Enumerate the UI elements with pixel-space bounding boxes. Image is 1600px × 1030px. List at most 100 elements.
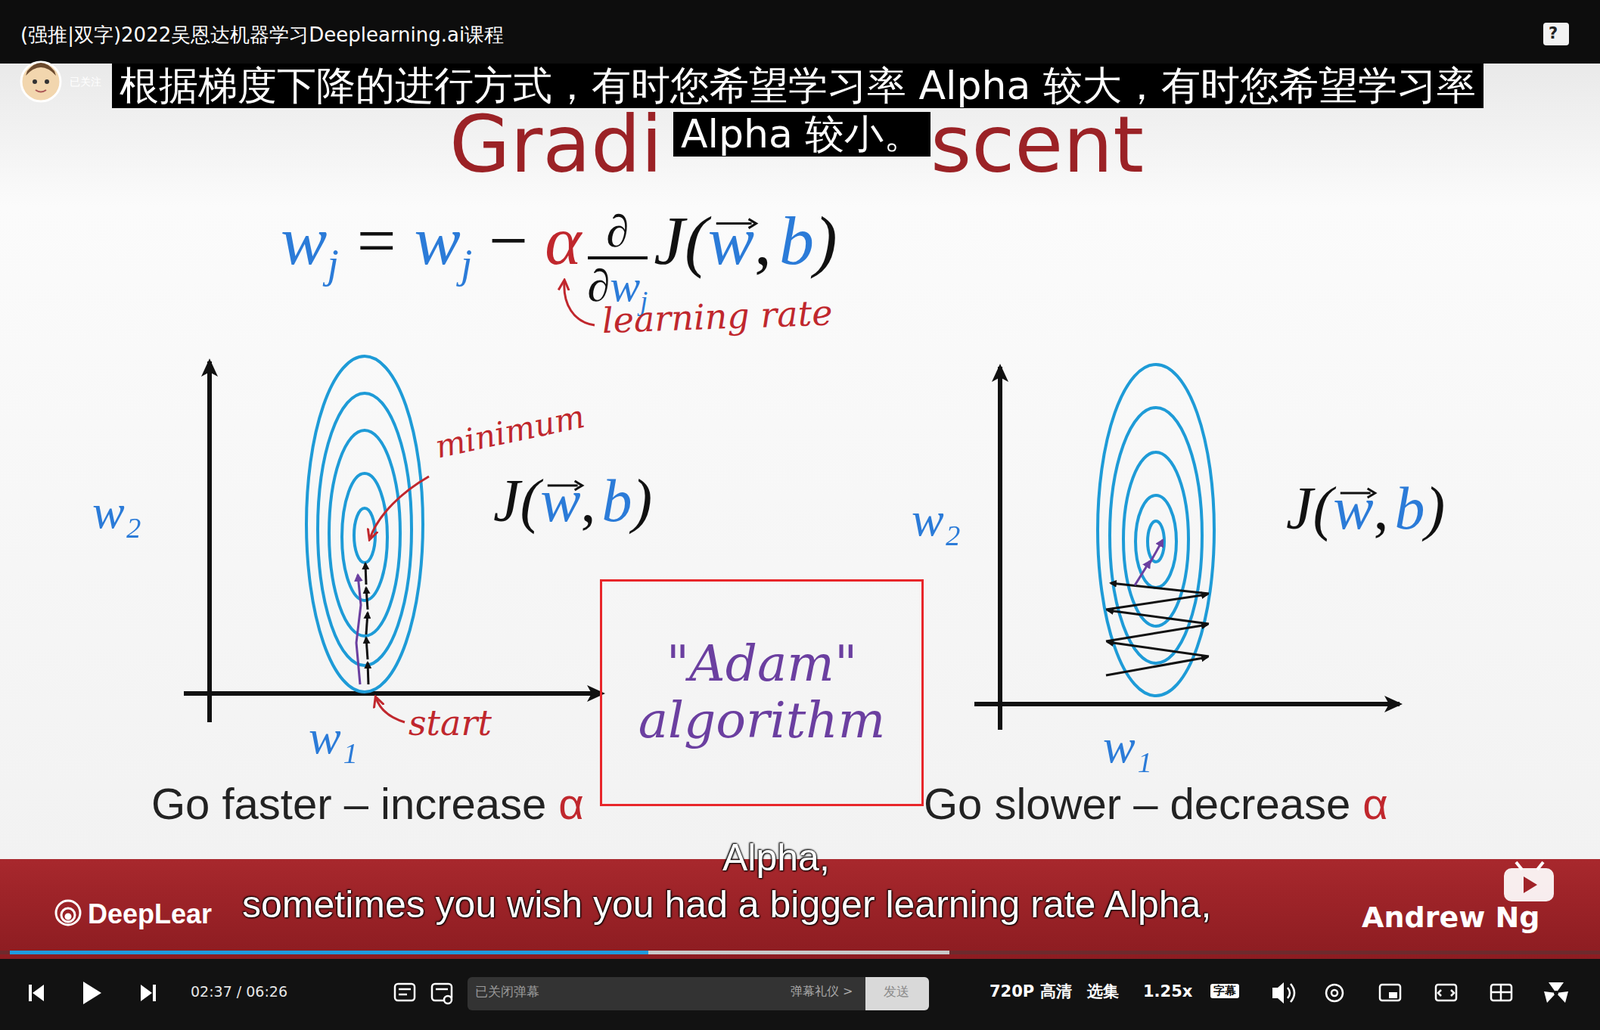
etiquette-link-row: 弹幕礼仪 > (790, 984, 854, 999)
subtitle-toggle: 字幕 (1210, 984, 1240, 999)
formula-term: w (280, 202, 327, 280)
top-bar (0, 0, 1600, 64)
help-icon-frame (1543, 22, 1569, 46)
cost-function-row: J(w,b) (1286, 475, 1445, 542)
cost-function: J( (1286, 475, 1333, 542)
formula-term: J( (653, 202, 708, 280)
handwritten-note: start (408, 703, 492, 744)
start-pointer (375, 698, 405, 723)
help-icon-row: ? (1548, 23, 1558, 44)
caption-text: α (558, 779, 585, 830)
cost-function: , (580, 467, 597, 535)
speed-menu: 1.25x (1143, 982, 1193, 1001)
formula-term: w (414, 202, 461, 280)
formula-term: = (357, 202, 397, 280)
etiquette-link: 弹幕礼仪 > (790, 984, 854, 999)
slide-background (0, 63, 1600, 860)
formula-term: ∂ (606, 206, 630, 257)
caption-text-row: Go faster – increaseα (151, 779, 585, 830)
subtitle-band-text: Alpha 较小。 (680, 111, 923, 157)
axis-label: w₁ (1102, 718, 1153, 775)
subtitle-band-text: 根据梯度下降的进行方式，有时您希望学习率 Alpha 较大，有时您希望学习率 (119, 63, 1476, 109)
slide-title-fragment: scent (930, 105, 1144, 184)
quality-menu: 720P 高清 (989, 982, 1072, 1001)
progress-buffer (9, 950, 950, 955)
cost-function: w (540, 467, 581, 535)
subtitle-band: 根据梯度下降的进行方式，有时您希望学习率 Alpha 较大，有时您希望学习率 (111, 63, 1484, 109)
highlight-box: "Adam" algorithm (599, 579, 924, 807)
time-display-row: 02:37 / 06:26 (190, 984, 288, 1001)
caption-text-row: Go slower – decreaseα (923, 779, 1389, 830)
axis-label-row: w₂ (92, 484, 142, 541)
cost-function: ) (1425, 475, 1446, 542)
english-subtitle: Alpha, (722, 836, 830, 881)
episode-menu: 选集 (1087, 982, 1119, 1001)
follow-status-row: 已关注 (69, 74, 102, 89)
brand-text-row: DeepLear (87, 898, 212, 930)
left-contours (306, 356, 423, 693)
episode-menu-row: 选集 (1087, 982, 1119, 1001)
bilibili-icon (1503, 862, 1554, 902)
formula-term: w (708, 202, 755, 280)
video-title-row: (强推|双字)2022吴恩达机器学习Deeplearning.ai课程 (20, 24, 504, 47)
formula-term: , (754, 202, 772, 280)
cost-function: b (602, 467, 633, 535)
formula-term: α (544, 202, 581, 280)
axis-label: w₂ (911, 491, 961, 548)
english-subtitle-row: sometimes you wish you had a bigger lear… (242, 883, 1212, 928)
handwritten-note: learning rate (601, 292, 833, 341)
handwritten-note-row: learning rate (601, 292, 833, 341)
formula-term: j (326, 241, 339, 288)
left-descent-steps (365, 563, 369, 685)
help-icon: ? (1548, 23, 1558, 44)
subtitle-toggle-row: 字幕 (1210, 984, 1240, 999)
author-name: Andrew Ng (1361, 901, 1541, 936)
control-bar (0, 959, 1600, 1030)
cost-function: ) (632, 467, 653, 535)
send-button-text-row: 发送 (883, 984, 910, 1001)
subtitle-band: Alpha 较小。 (673, 111, 931, 157)
axis-label-row: w₁ (1102, 718, 1153, 775)
handwritten-note-row: start (408, 703, 492, 744)
time-display: 02:37 / 06:26 (190, 984, 288, 1001)
left-purple-path (356, 574, 361, 685)
avatar (21, 62, 61, 102)
cost-function-row: J(w,b) (493, 467, 653, 535)
cost-function: b (1394, 475, 1426, 542)
highlight-box-text: "Adam" algorithm (636, 636, 887, 749)
input-placeholder-row: 已关闭弹幕 (475, 984, 540, 1001)
slide-title-fragment-row: scent (930, 105, 1144, 184)
caption-text: Go slower – decrease (923, 779, 1351, 830)
formula-term: b (779, 202, 814, 280)
send-button-text: 发送 (883, 984, 910, 1001)
axis-label: w₂ (92, 484, 142, 541)
caption-text: α (1362, 779, 1389, 830)
brand-text: DeepLear (87, 898, 212, 930)
deeplearning-logo (55, 900, 81, 926)
minimum-pointer (369, 476, 429, 539)
cost-function: J( (493, 467, 541, 535)
progress-track (0, 950, 1600, 955)
axis-label: w₁ (308, 709, 358, 766)
follow-status: 已关注 (69, 75, 102, 88)
axis-label-row: w₂ (911, 491, 961, 548)
author-name-row: Andrew Ng (1361, 901, 1541, 936)
english-subtitle: sometimes you wish you had a bigger lear… (242, 883, 1212, 928)
slide-title-fragment-row: Gradi (449, 105, 663, 184)
formula-term: − (488, 202, 529, 280)
quality-menu-row: 720P 高清 (989, 982, 1072, 1001)
right-axes (974, 366, 1400, 731)
axis-label-row: w₁ (308, 709, 358, 766)
progress-played (9, 950, 649, 955)
input-placeholder: 已关闭弹幕 (475, 984, 540, 1001)
slide-title-fragment: Gradi (449, 105, 663, 184)
english-subtitle-row: Alpha, (722, 836, 830, 881)
cost-function: , (1373, 475, 1389, 542)
video-title: (强推|双字)2022吴恩达机器学习Deeplearning.ai课程 (20, 24, 504, 47)
formula-term: ) (813, 202, 838, 280)
caption-text: Go faster – increase (151, 779, 547, 830)
danmaku-input (467, 977, 929, 1011)
fraction-numerator: ∂ (587, 206, 649, 257)
right-contours (1097, 364, 1215, 696)
